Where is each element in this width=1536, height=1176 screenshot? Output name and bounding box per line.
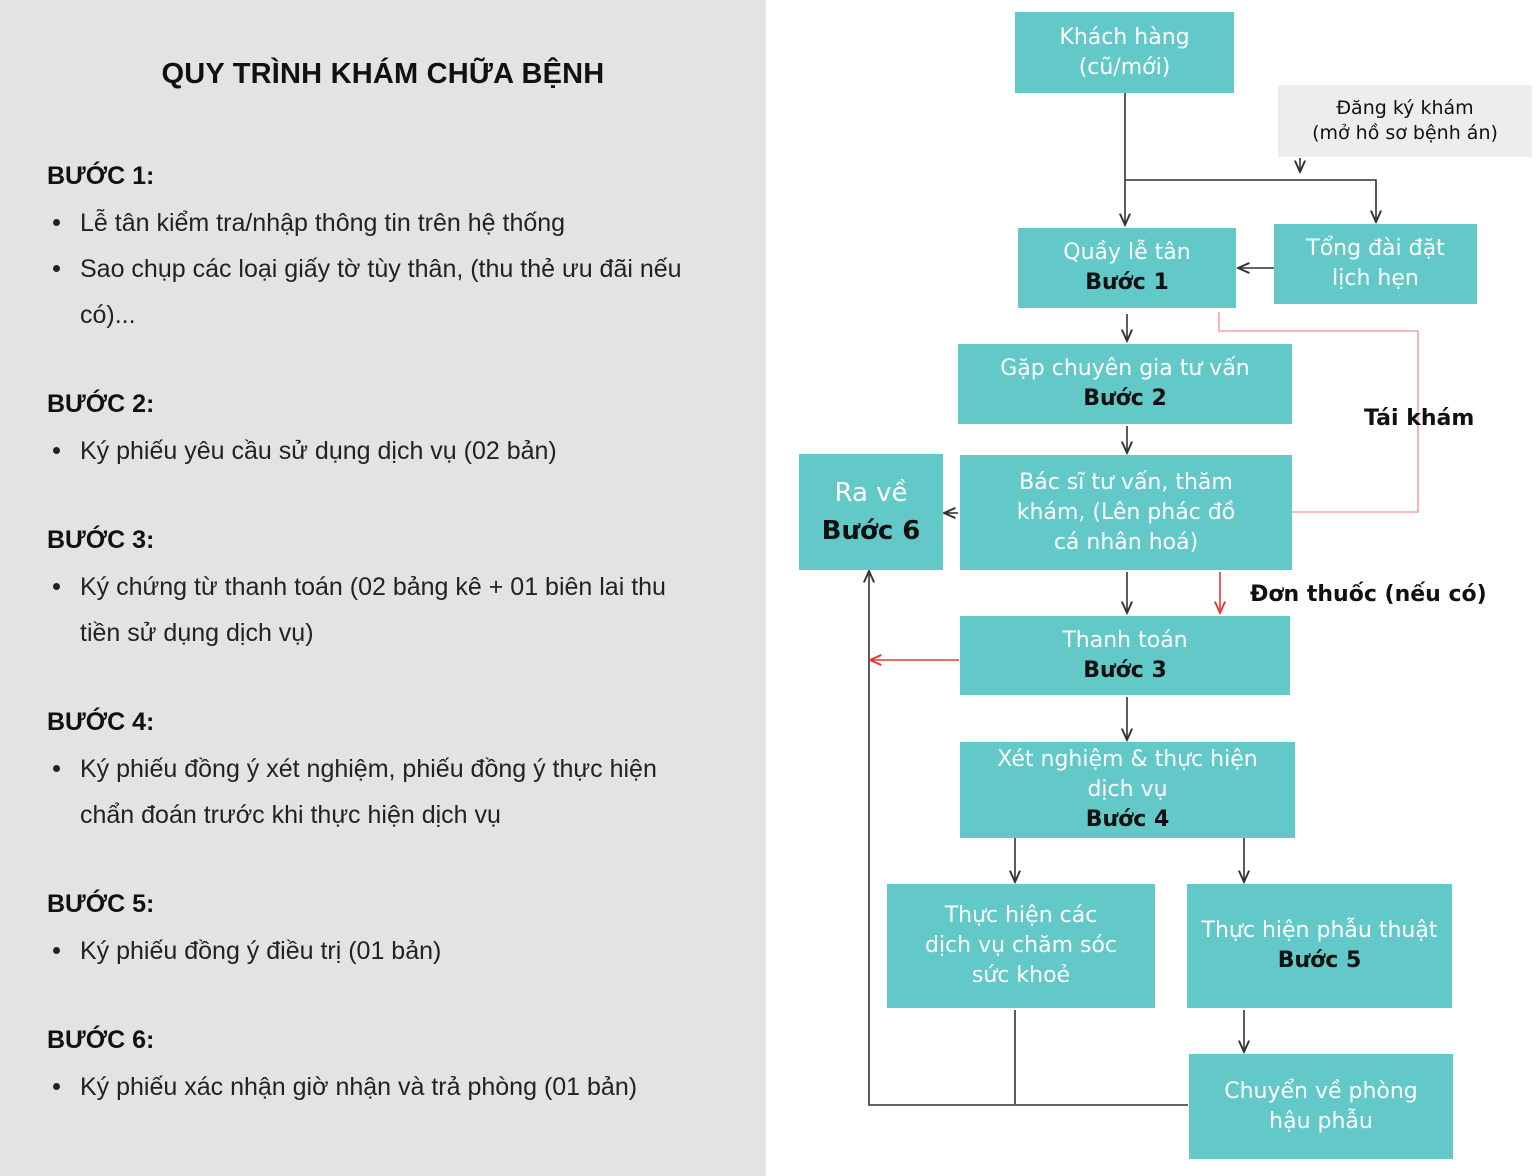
node-payment-label: Thanh toán [1062,627,1188,653]
node-leave-step: Bước 6 [821,516,921,546]
node-reception: Quầy lễ tân Bước 1 [1018,228,1236,308]
node-lab: Xét nghiệm & thực hiện dịch vụ Bước 4 [960,742,1295,838]
list-item: Sao chụp các loại giấy tờ tùy thân, (thu… [47,246,707,338]
node-doctor-line1: Bác sĩ tư vấn, thăm [1019,469,1233,495]
node-lab-step: Bước 4 [1085,807,1170,832]
step-3-heading: BƯỚC 3: [47,526,155,554]
node-reception-step: Bước 1 [1085,270,1169,295]
node-care-line1: Thực hiện các [944,903,1098,928]
list-item: Ký phiếu yêu cầu sử dụng dịch vụ (02 bản… [47,428,707,474]
procedure-text-panel: QUY TRÌNH KHÁM CHỮA BỆNH BƯỚC 1: Lễ tân … [0,0,766,1176]
list-item: Ký chứng từ thanh toán (02 bảng kê + 01 … [47,564,707,656]
step-1-list: Lễ tân kiểm tra/nhập thông tin trên hệ t… [47,200,707,338]
node-doctor: Bác sĩ tư vấn, thăm khám, (Lên phác đồ c… [960,455,1292,570]
page-title: QUY TRÌNH KHÁM CHỮA BỆNH [161,58,605,90]
step-5-heading: BƯỚC 5: [47,890,155,918]
node-consultant: Gặp chuyên gia tư vấn Bước 2 [958,344,1292,424]
list-item: Lễ tân kiểm tra/nhập thông tin trên hệ t… [47,200,707,246]
node-payment: Thanh toán Bước 3 [960,616,1290,695]
edge-branch-callcenter [1125,179,1376,222]
node-customer-line2: (cũ/mới) [1078,54,1171,80]
node-lab-line1: Xét nghiệm & thực hiện [997,747,1258,772]
label-prescription: Đơn thuốc (nếu có) [1250,582,1487,607]
node-recovery-line2: hậu phẫu [1269,1108,1373,1134]
step-3-list: Ký chứng từ thanh toán (02 bảng kê + 01 … [47,564,707,656]
step-2-heading: BƯỚC 2: [47,390,155,418]
node-care: Thực hiện các dịch vụ chăm sóc sức khoẻ [887,884,1155,1008]
list-item: Ký phiếu xác nhận giờ nhận và trả phòng … [47,1064,707,1110]
node-doctor-line3: cá nhân hoá) [1053,529,1199,555]
list-item: Ký phiếu đồng ý xét nghiệm, phiếu đồng ý… [47,746,707,838]
node-customer-line1: Khách hàng [1059,24,1190,50]
node-leave: Ra về Bước 6 [799,454,943,570]
step-4-heading: BƯỚC 4: [47,708,155,736]
node-reception-label: Quầy lễ tân [1063,240,1191,265]
node-care-line3: sức khoẻ [971,963,1071,988]
node-callcenter: Tổng đài đặt lịch hẹn [1274,224,1477,304]
node-callcenter-line2: lịch hẹn [1332,266,1419,291]
label-revisit: Tái khám [1364,406,1475,431]
node-care-line2: dịch vụ chăm sóc [924,933,1118,958]
node-doctor-line2: khám, (Lên phác đồ [1016,499,1236,525]
step-2-list: Ký phiếu yêu cầu sử dụng dịch vụ (02 bản… [47,428,707,474]
step-6-list: Ký phiếu xác nhận giờ nhận và trả phòng … [47,1064,707,1110]
edge-return-leave [869,571,1188,1106]
node-payment-step: Bước 3 [1083,657,1167,683]
node-recovery-line1: Chuyển về phòng [1224,1078,1418,1104]
node-consultant-step: Bước 2 [1083,386,1167,411]
node-callcenter-line1: Tổng đài đặt [1306,236,1445,261]
step-6-heading: BƯỚC 6: [47,1026,155,1054]
node-register-line1: Đăng ký khám [1336,97,1474,119]
node-register-line2: (mở hồ sơ bệnh án) [1312,122,1498,144]
node-lab-line2: dịch vụ [1087,777,1168,802]
step-4-list: Ký phiếu đồng ý xét nghiệm, phiếu đồng ý… [47,746,707,838]
node-customer: Khách hàng (cũ/mới) [1015,12,1234,93]
flowchart-connectors [766,93,1419,1106]
node-recovery: Chuyển về phòng hậu phẫu [1189,1054,1453,1159]
step-5-list: Ký phiếu đồng ý điều trị (01 bản) [47,928,707,974]
step-1-heading: BƯỚC 1: [47,162,155,190]
node-leave-label: Ra về [834,478,908,508]
list-item: Ký phiếu đồng ý điều trị (01 bản) [47,928,707,974]
node-consultant-label: Gặp chuyên gia tư vấn [1000,356,1250,381]
node-register: Đăng ký khám (mở hồ sơ bệnh án) [1278,85,1532,157]
node-surgery-label: Thực hiện phẫu thuật [1201,918,1438,943]
node-surgery-step: Bước 5 [1277,948,1362,973]
node-surgery: Thực hiện phẫu thuật Bước 5 [1187,884,1452,1008]
edge-revisit-loop [1218,312,1419,513]
